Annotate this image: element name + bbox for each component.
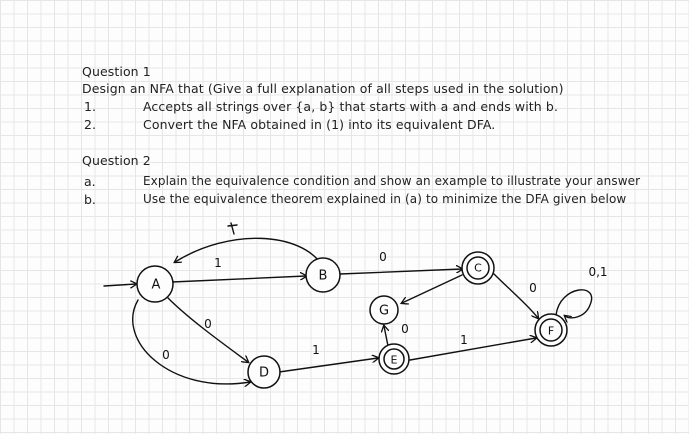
state-a-circle <box>136 265 174 303</box>
state-b-circle <box>305 257 341 293</box>
edge-b-a-top <box>175 237 323 266</box>
state-e-inner-circle <box>383 348 405 370</box>
state-g-label: G <box>379 304 389 319</box>
state-f-label: F <box>548 325 554 338</box>
edge-tick-mark <box>227 222 238 235</box>
state-b-label: B <box>319 269 328 284</box>
label-a-d-loop: 0 <box>162 348 170 362</box>
question-1-title: Question 1 <box>82 64 151 79</box>
state-a-label: A <box>152 278 161 293</box>
question-2-item-a-text: Explain the equivalence condition and sh… <box>143 174 641 188</box>
edge-a-d-loop <box>132 299 250 384</box>
edge-a-d <box>167 297 248 362</box>
question-1-item-2-number: 2. <box>84 117 96 132</box>
label-c-f: 0 <box>529 281 537 295</box>
state-c-inner-circle <box>466 256 490 280</box>
state-c-label: C <box>474 262 482 275</box>
question-1-item-2-text: Convert the NFA obtained in (1) into its… <box>143 117 496 132</box>
label-f-self: 0,1 <box>588 265 607 279</box>
label-e-f: 1 <box>460 333 468 347</box>
edge-b-c <box>339 269 462 275</box>
state-d-label: D <box>259 366 269 381</box>
state-e-label: E <box>391 354 398 367</box>
label-a-b-top: 1 <box>214 256 222 270</box>
question-2-item-b-number: b. <box>84 192 96 207</box>
label-b-c: 0 <box>379 250 387 264</box>
edge-c-f <box>493 273 538 318</box>
state-g-circle <box>369 295 399 325</box>
edge-e-g <box>384 326 388 347</box>
start-arrow <box>103 284 136 286</box>
question-2-item-b-text: Use the equivalence theorem explained in… <box>143 192 627 206</box>
question-1-prompt: Design an NFA that (Give a full explanat… <box>82 81 564 96</box>
state-f-inner-circle <box>539 318 563 342</box>
state-d-circle <box>247 355 281 389</box>
question-2-item-a-number: a. <box>84 174 96 189</box>
question-1-item-1-number: 1. <box>84 99 96 114</box>
edge-a-b <box>171 276 306 283</box>
edge-d-e <box>278 358 378 373</box>
question-1-item-1-text: Accepts all strings over {a, b} that sta… <box>143 99 559 114</box>
label-a-d: 0 <box>204 317 212 331</box>
edge-e-f <box>409 338 536 361</box>
edge-f-self-loop <box>555 289 593 318</box>
label-e-g: 0 <box>401 322 409 336</box>
label-d-e: 1 <box>312 343 320 357</box>
question-2-title: Question 2 <box>82 153 151 168</box>
edge-c-g <box>402 274 463 303</box>
